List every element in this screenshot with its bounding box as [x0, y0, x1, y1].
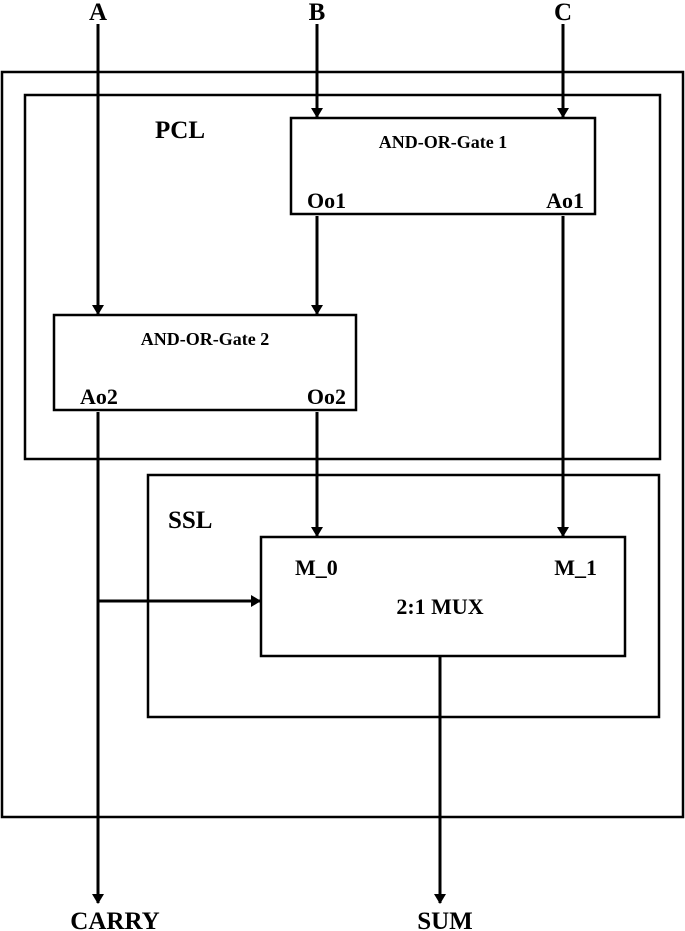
and-or-gate-2	[52, 313, 358, 412]
gate1-or-output-label: Oo1	[307, 188, 346, 213]
output-carry-label: CARRY	[70, 908, 159, 931]
mux-2-1	[259, 535, 627, 658]
input-a-label: A	[89, 0, 107, 26]
pcl-block	[23, 93, 662, 461]
and-or-gate-1	[289, 116, 597, 216]
gate2-and-output-label: Ao2	[80, 384, 118, 409]
ssl-label: SSL	[168, 507, 212, 534]
outer-block	[0, 70, 685, 819]
gate2-or-output-label: Oo2	[307, 384, 346, 409]
gate1-and-output-label: Ao1	[546, 188, 584, 213]
pcl-label: PCL	[155, 117, 205, 144]
mux-input-1-label: M_1	[554, 555, 597, 580]
gate1-title: AND-OR-Gate 1	[379, 132, 507, 152]
mux-input-0-label: M_0	[295, 555, 338, 580]
input-c-label: C	[554, 0, 572, 26]
output-sum-label: SUM	[417, 908, 473, 931]
gate2-title: AND-OR-Gate 2	[141, 329, 269, 349]
input-b-label: B	[309, 0, 326, 26]
mux-title: 2:1 MUX	[396, 594, 483, 619]
ssl-block	[146, 473, 661, 719]
